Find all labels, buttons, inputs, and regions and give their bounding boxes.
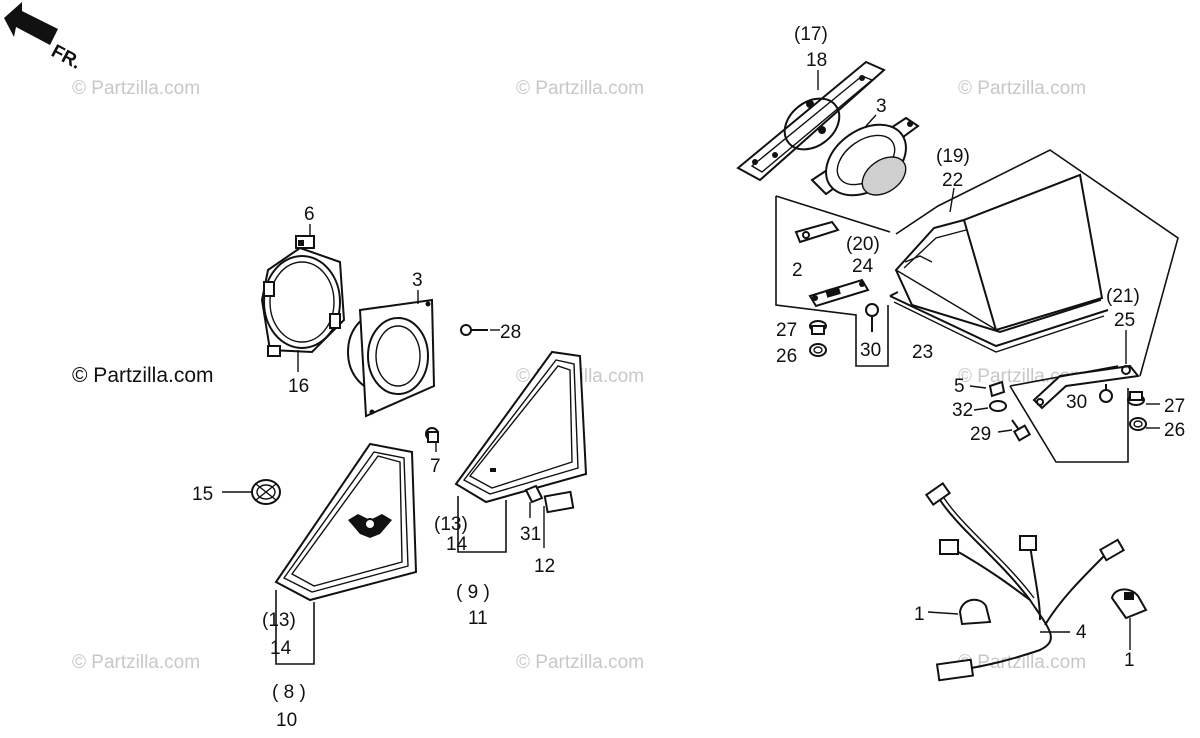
callout-20: (20) — [846, 234, 880, 255]
leader-line — [997, 429, 1013, 433]
clip-6 — [295, 235, 315, 249]
callout-15: 15 — [192, 484, 213, 505]
leader-line — [969, 385, 987, 389]
front-direction-arrow-icon — [4, 2, 58, 45]
callout-6: 6 — [304, 204, 315, 225]
leader-line — [865, 114, 877, 127]
group-line — [775, 195, 891, 233]
watermark: © Partzilla.com — [516, 78, 644, 99]
nut-26-left — [809, 343, 827, 357]
side-cover-10 — [274, 442, 418, 602]
watermark: © Partzilla.com — [516, 652, 644, 673]
leader-line — [973, 407, 989, 411]
callout-28: 28 — [500, 322, 521, 343]
callout-14-left: 14 — [270, 638, 292, 659]
callout-30-right: 30 — [1066, 392, 1087, 413]
housing-seal-23 — [889, 291, 1109, 353]
screw-30-right — [1099, 384, 1113, 403]
callout-16: 16 — [288, 376, 309, 397]
leader-line — [949, 187, 955, 213]
group-line — [457, 496, 507, 553]
callout-2: 2 — [792, 260, 803, 281]
callout-5: 5 — [954, 376, 965, 397]
group-line — [1009, 385, 1129, 463]
callout-10: 10 — [276, 710, 297, 731]
side-cover-11 — [454, 350, 588, 504]
callout-26-right: 26 — [1164, 420, 1185, 441]
nut-26-right — [1129, 417, 1147, 431]
callout-3-upper: 3 — [876, 96, 887, 117]
callout-30-left: 30 — [860, 340, 881, 361]
screw-29 — [1011, 419, 1032, 442]
speaker-ring-16 — [260, 246, 346, 357]
clamp-1-left — [958, 598, 992, 626]
callout-13-right: (13) — [434, 514, 468, 535]
watermark: © Partzilla.com — [72, 364, 214, 387]
callout-21: (21) — [1106, 286, 1140, 307]
callout-1-left: 1 — [914, 604, 925, 625]
speaker-housing-22 — [894, 173, 1104, 334]
callout-27-left: 27 — [776, 320, 797, 341]
group-line — [1009, 365, 1119, 387]
callout-23: 23 — [912, 342, 933, 363]
clamp-1-right — [1110, 588, 1148, 620]
callout-3-left: 3 — [412, 270, 423, 291]
callout-8: ( 8 ) — [272, 682, 306, 703]
leader-line — [927, 611, 959, 615]
callout-13-left: (13) — [262, 610, 296, 631]
grommet-5 — [988, 380, 1006, 398]
washer-32 — [989, 400, 1007, 412]
group-line — [275, 590, 315, 665]
callout-26-left: 26 — [776, 346, 797, 367]
bracket-24 — [808, 278, 870, 308]
callout-29: 29 — [970, 424, 991, 445]
gasket-plate-18 — [736, 60, 886, 182]
callout-1-right: 1 — [1124, 650, 1135, 671]
callout-18: 18 — [806, 50, 827, 71]
callout-12: 12 — [534, 556, 555, 577]
callout-19: (19) — [936, 146, 970, 167]
callout-27-right: 27 — [1164, 396, 1185, 417]
speaker-3-upper — [810, 116, 920, 197]
screw-30-left — [865, 303, 879, 332]
wire-harness-4 — [924, 481, 1126, 682]
callout-14-right: 14 — [446, 534, 468, 555]
watermark: © Partzilla.com — [72, 652, 200, 673]
clip-31 — [524, 484, 544, 504]
group-line — [775, 196, 889, 367]
front-direction-label: FR. — [48, 41, 85, 74]
callout-22: 22 — [942, 170, 963, 191]
callout-9: ( 9 ) — [456, 582, 490, 603]
callout-11: 11 — [468, 608, 488, 629]
callout-4: 4 — [1076, 622, 1087, 643]
callout-24: 24 — [852, 256, 874, 277]
screw-28 — [460, 324, 488, 336]
cap-12 — [543, 490, 575, 514]
speaker-3-left — [347, 298, 436, 418]
group-line — [895, 149, 1179, 377]
grommet-15 — [251, 479, 281, 505]
clip-7 — [425, 427, 439, 443]
watermark: © Partzilla.com — [72, 78, 200, 99]
callout-25: 25 — [1114, 310, 1135, 331]
nut-27-right — [1127, 391, 1145, 406]
watermark: © Partzilla.com — [958, 652, 1086, 673]
callout-7: 7 — [430, 456, 441, 477]
watermark: © Partzilla.com — [958, 78, 1086, 99]
callout-32: 32 — [952, 400, 973, 421]
callout-17: (17) — [794, 24, 828, 45]
clip-2 — [794, 220, 840, 244]
nut-27-left — [809, 320, 827, 335]
callout-31: 31 — [520, 524, 541, 545]
